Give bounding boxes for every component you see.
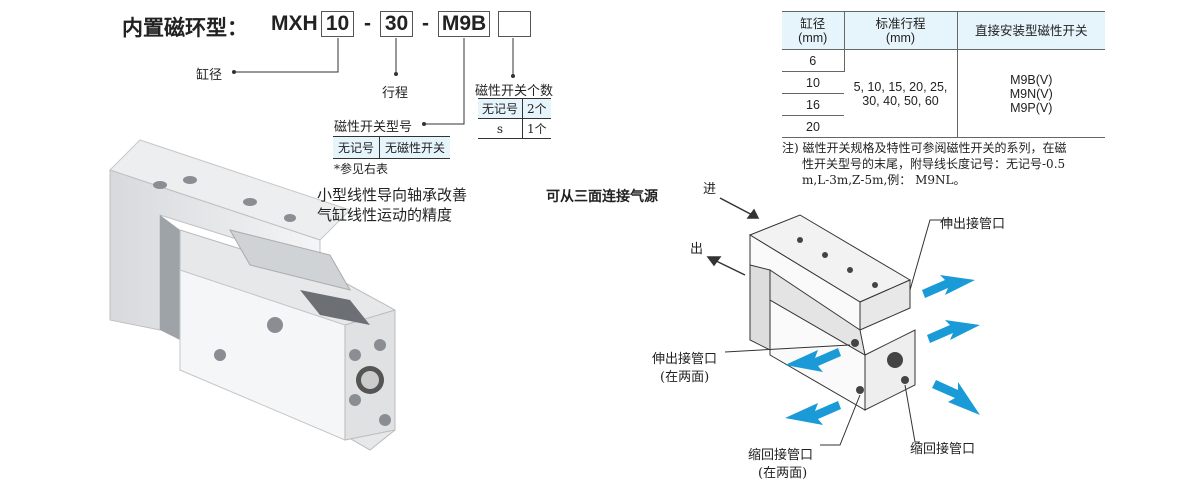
dash: - bbox=[422, 12, 429, 35]
switch-model-label: 磁性开关型号 bbox=[334, 120, 413, 135]
cell: s bbox=[478, 118, 524, 139]
stroke-code-box: 30 bbox=[380, 11, 413, 37]
three-sides-heading: 可从三面连接气源 bbox=[546, 189, 658, 205]
cell: 1个 bbox=[527, 122, 547, 136]
stroke-line: 30, 40, 50, 60 bbox=[862, 93, 939, 108]
switch-count-label: 磁性开关个数 bbox=[475, 84, 554, 99]
retract-port-label: 缩回接管口 bbox=[910, 442, 976, 457]
feature-line: 气缸线性运动的精度 bbox=[317, 206, 453, 224]
header-unit: (mm) bbox=[885, 30, 916, 45]
switch-item: M9B(V) bbox=[1010, 72, 1053, 87]
header-bore: 缸径(mm) bbox=[782, 11, 845, 50]
switch-model-table: 无记号无磁性开关 bbox=[333, 136, 451, 159]
bore-cell: 10 bbox=[782, 71, 844, 94]
header-switch: 直接安装型磁性开关 bbox=[957, 11, 1105, 50]
model-title: 内置磁环型： bbox=[122, 16, 248, 40]
dash: - bbox=[364, 12, 371, 35]
feature-text: 小型线性导向轴承改善 气缸线性运动的精度 bbox=[317, 185, 467, 225]
series-code: MXH bbox=[271, 12, 318, 35]
air-flow-arrows bbox=[785, 275, 980, 425]
bore-cell: 6 bbox=[782, 49, 845, 72]
see-table-note: *参见右表 bbox=[334, 162, 389, 176]
port-diagram bbox=[706, 197, 980, 446]
switch-item: M9P(V) bbox=[1010, 100, 1053, 115]
in-label: 进 bbox=[703, 182, 717, 197]
header-text: 缸径 bbox=[800, 16, 826, 31]
feature-line: 小型线性导向轴承改善 bbox=[317, 186, 468, 204]
cell: 无记号 bbox=[333, 136, 381, 159]
bore-code-box: 10 bbox=[321, 11, 354, 37]
both-sides-label: (在两面) bbox=[660, 370, 710, 385]
slide-table-cylinder-illustration bbox=[109, 139, 396, 451]
cell: 2个 bbox=[522, 98, 551, 119]
header-text: 标准行程 bbox=[875, 16, 926, 31]
header-stroke: 标准行程(mm) bbox=[844, 11, 958, 50]
note-line: m,L-3m,Z-5m,例： M9NL。 bbox=[802, 173, 966, 187]
note-line: 性开关型号的末尾，附导线长度记号：无记号-0.5 bbox=[802, 157, 1066, 171]
note-line: 注) 磁性开关规格及特性可参阅磁性开关的系列，在磁 bbox=[782, 141, 1067, 155]
spec-note: 注) 磁性开关规格及特性可参阅磁性开关的系列，在磁 性开关型号的末尾，附导线长度… bbox=[782, 140, 1112, 188]
bore-cell: 16 bbox=[782, 93, 844, 116]
switch-code-box: M9B bbox=[438, 11, 490, 37]
switch-item: M9N(V) bbox=[1009, 86, 1053, 101]
extend-port-label: 伸出接管口 bbox=[940, 217, 1006, 232]
header-unit: (mm) bbox=[798, 30, 828, 45]
count-code-box bbox=[498, 11, 531, 37]
cell: 无磁性开关 bbox=[379, 136, 451, 159]
bore-label: 缸径 bbox=[196, 68, 223, 83]
extend-port-label: 伸出接管口 bbox=[652, 352, 718, 367]
both-sides-label: (在两面) bbox=[758, 466, 808, 481]
cell: 无记号 bbox=[478, 98, 524, 119]
switch-cell: M9B(V)M9N(V)M9P(V) bbox=[957, 49, 1105, 138]
stroke-line: 5, 10, 15, 20, 25, bbox=[853, 79, 948, 94]
spec-table: 缸径(mm) 标准行程(mm) 直接安装型磁性开关 6 5, 10, 15, 2… bbox=[782, 11, 1105, 138]
stroke-label: 行程 bbox=[382, 86, 409, 101]
out-label: 出 bbox=[690, 242, 704, 257]
stroke-cell: 5, 10, 15, 20, 25,30, 40, 50, 60 bbox=[844, 49, 958, 138]
retract-port-label: 缩回接管口 bbox=[748, 448, 814, 463]
bore-cell: 20 bbox=[782, 115, 844, 138]
